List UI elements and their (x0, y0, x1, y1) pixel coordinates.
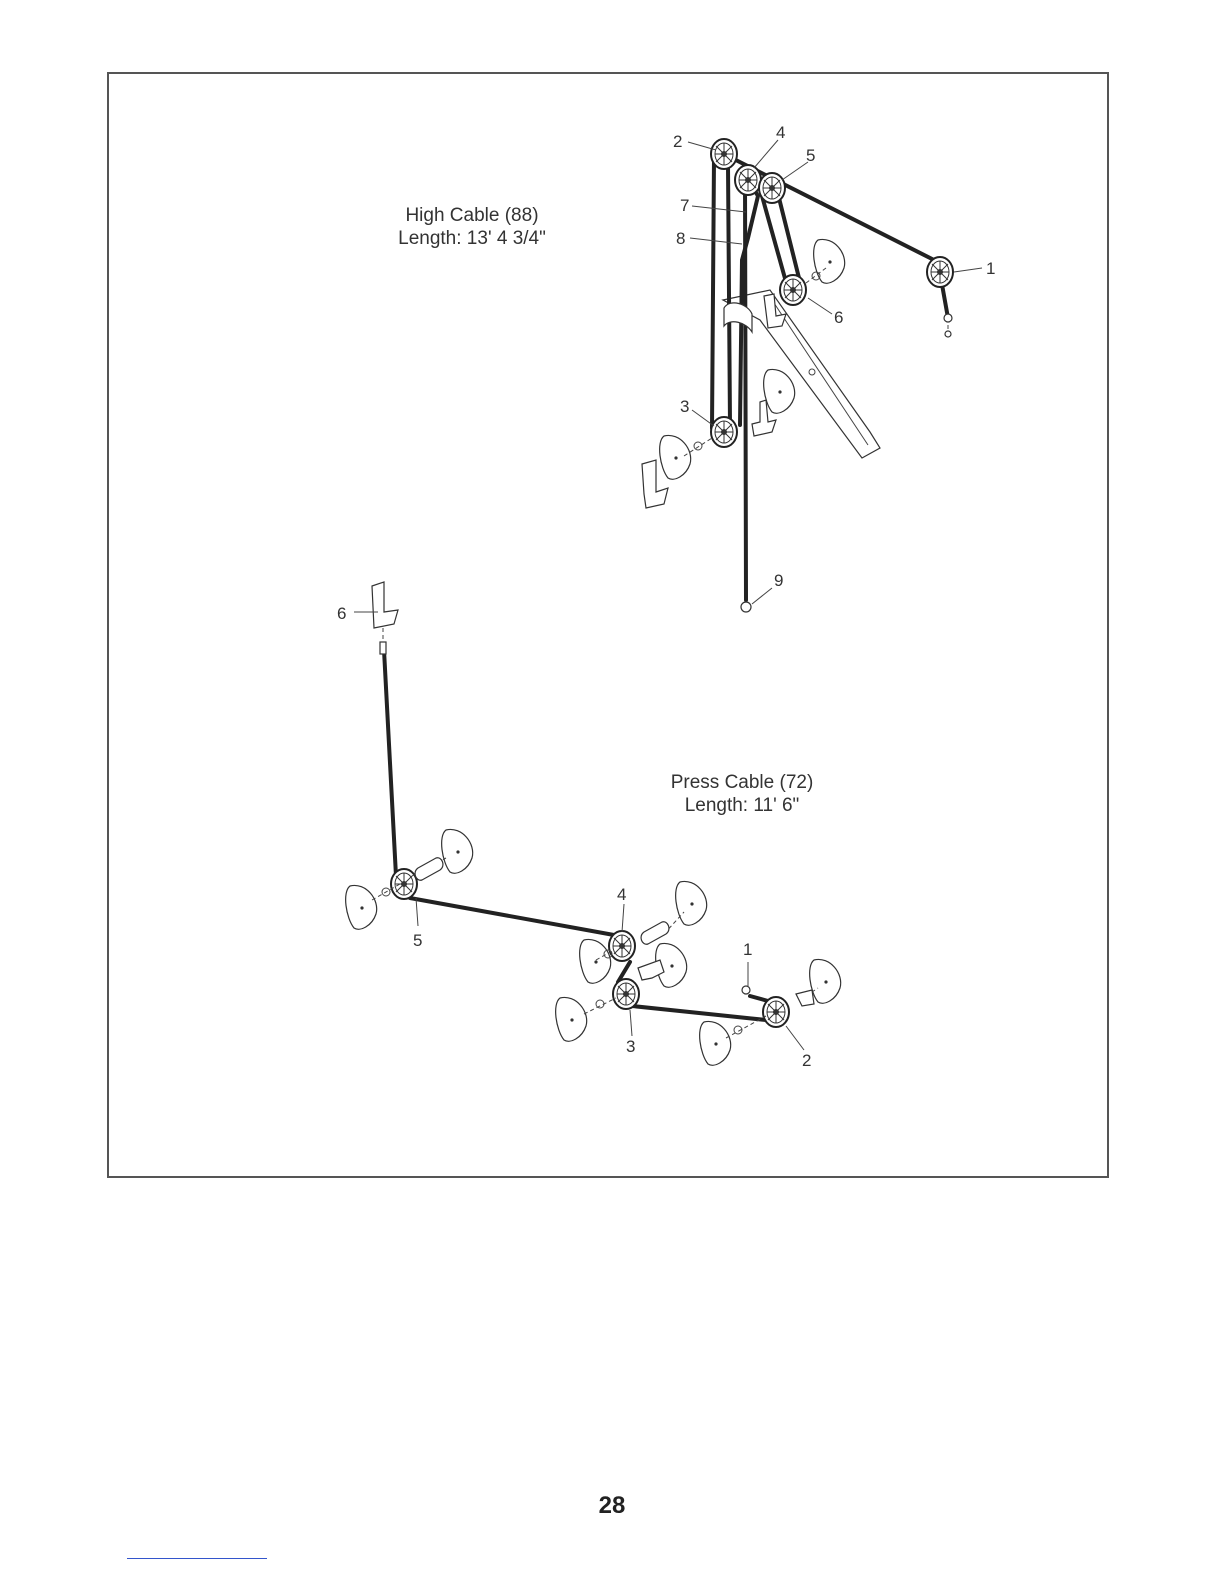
high-callout-2: 2 (673, 132, 682, 151)
press-callout-2: 2 (802, 1051, 811, 1070)
plate-icon (810, 959, 841, 1003)
high-callout-1: 1 (986, 259, 995, 278)
press-callout-4: 4 (617, 885, 626, 904)
cable-end-icon (380, 642, 386, 654)
press-callout-3: 3 (626, 1037, 635, 1056)
press-cable-assembly: 1 2 3 4 5 6 (337, 582, 841, 1070)
press-cable-run (384, 650, 396, 876)
press-callout-6: 6 (337, 604, 346, 623)
high-callout-5: 5 (806, 146, 815, 165)
pulley-3-icon (711, 417, 737, 447)
plate-icon (346, 885, 377, 929)
bracket-icon (372, 582, 398, 628)
plate-icon (580, 939, 611, 983)
pulley-2-icon (711, 139, 737, 169)
plate-icon (442, 829, 473, 873)
pulley-2-icon (763, 997, 789, 1027)
pulley-5-icon (391, 869, 417, 899)
pulley-6-icon (780, 275, 806, 305)
high-callout-3: 3 (680, 397, 689, 416)
high-callout-9: 9 (774, 571, 783, 590)
pulley-3-icon (613, 979, 639, 1009)
page-number: 28 (0, 1492, 1224, 1520)
high-callout-4: 4 (776, 123, 785, 142)
press-callout-1: 1 (743, 940, 752, 959)
pulley-4-icon (609, 931, 635, 961)
bracket-icon (796, 990, 814, 1006)
plate-icon (676, 881, 707, 925)
plate-icon (700, 1021, 731, 1065)
spacer-icon (415, 858, 443, 881)
pulley-1-icon (927, 257, 953, 287)
spacer-icon (641, 922, 669, 945)
plate-icon (814, 239, 845, 283)
high-callout-6: 6 (834, 308, 843, 327)
plate-icon (556, 997, 587, 1041)
pulley-4-icon (735, 165, 761, 195)
plate-icon (660, 435, 691, 479)
cable-end-icon (742, 986, 750, 994)
high-callout-8: 8 (676, 229, 685, 248)
pulley-5-icon (759, 173, 785, 203)
high-callout-7: 7 (680, 196, 689, 215)
high-cable-assembly: 1 2 3 4 5 6 7 8 9 (642, 123, 995, 612)
cable-ball-icon (741, 602, 751, 612)
press-callout-5: 5 (413, 931, 422, 950)
plate-icon (764, 369, 795, 413)
footer-rule (127, 1558, 267, 1559)
cable-end-icon (944, 314, 952, 322)
